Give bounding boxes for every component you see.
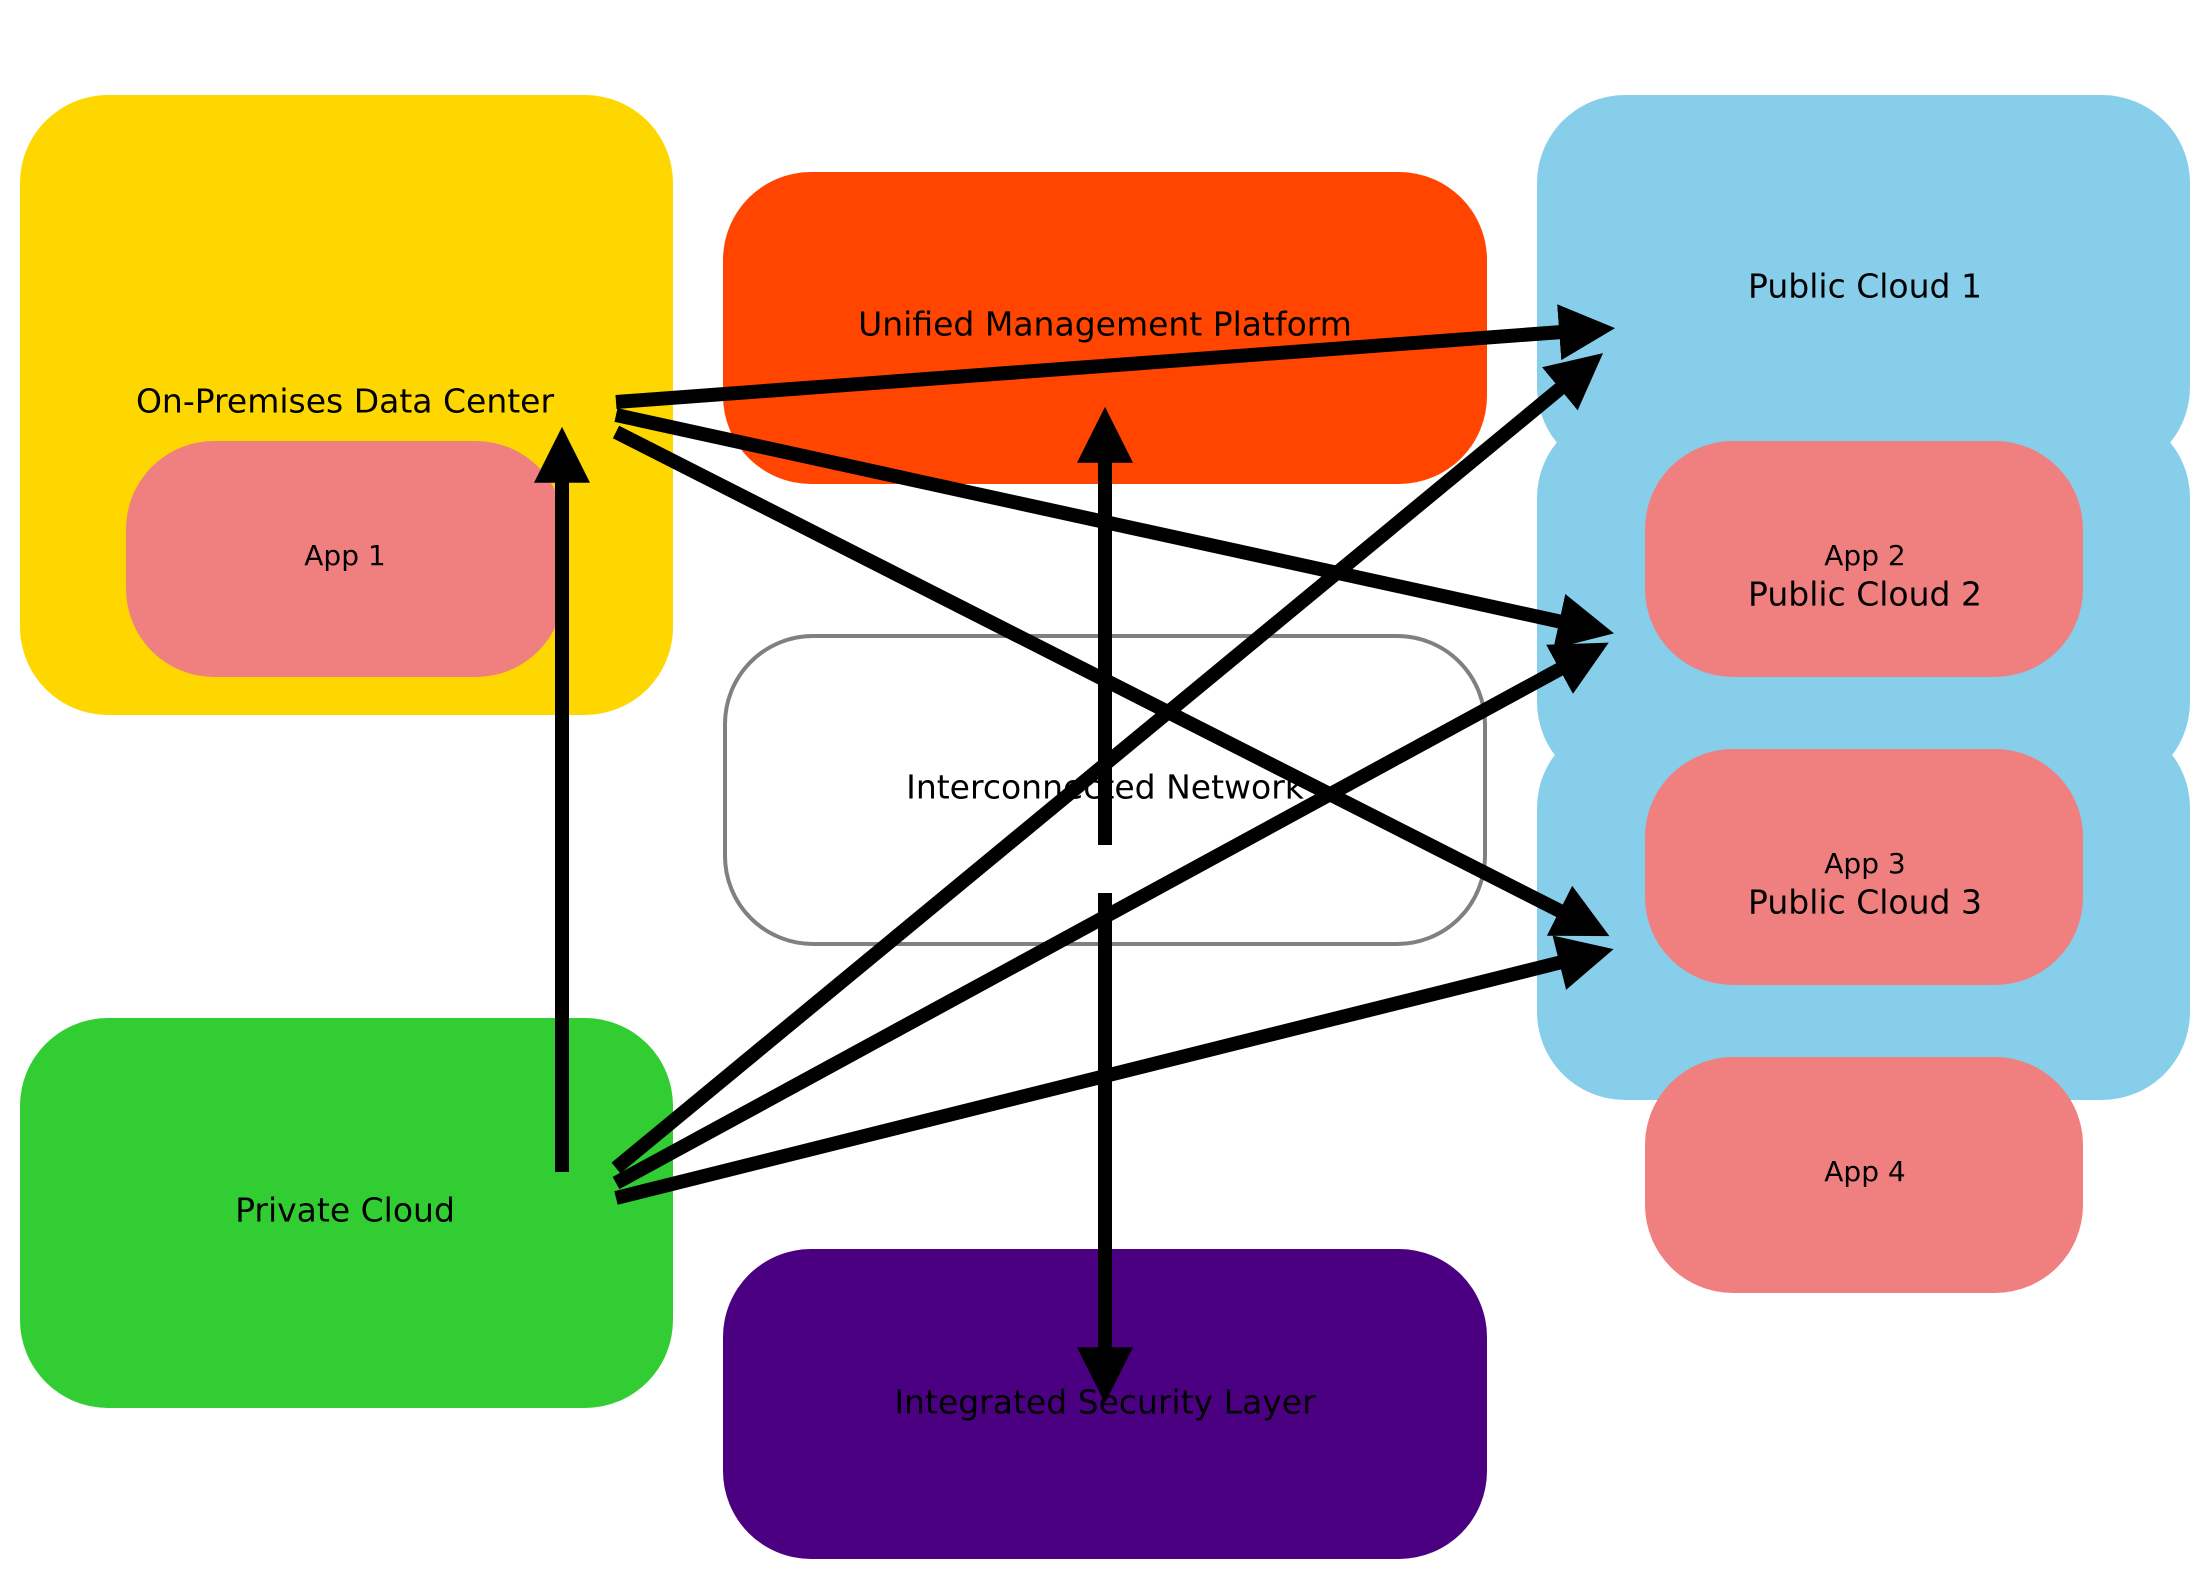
integrated-security-layer-box [723, 1249, 1487, 1559]
arrow-private-cloud-to-public-cloud-2 [612, 642, 1609, 1190]
arrow-private-cloud-to-public-cloud-3 [614, 935, 1614, 1205]
arrow-on-premises-to-public-cloud-3 [612, 425, 1610, 937]
connection-arrows [534, 304, 1616, 1404]
app-1-label: App 1 [304, 539, 385, 572]
arrow-on-premises-to-public-cloud-2 [614, 408, 1614, 649]
app-3-box [1645, 749, 2083, 985]
public-cloud-1-box [1537, 95, 2190, 475]
unified-management-platform-label: Unified Management Platform [858, 305, 1352, 344]
app-2-box [1645, 441, 2083, 677]
app-3-label: App 3 [1824, 847, 1905, 880]
public-cloud-1-label: Public Cloud 1 [1748, 267, 1982, 306]
app-4-box [1645, 1057, 2083, 1293]
private-cloud-box [20, 1018, 673, 1408]
public-cloud-3-label: Public Cloud 3 [1748, 883, 1982, 922]
integrated-security-layer-label: Integrated Security Layer [894, 1383, 1316, 1422]
app-1-box [126, 441, 564, 677]
app-2-label: App 2 [1824, 539, 1905, 572]
arrow-on-premises-to-public-cloud-1 [615, 304, 1616, 409]
on-premises-data-center-label: On-Premises Data Center [136, 382, 555, 421]
unified-management-platform-box [723, 172, 1487, 484]
arrow-private-cloud-to-public-cloud-1 [611, 353, 1604, 1174]
private-cloud-label: Private Cloud [235, 1191, 455, 1230]
app-4-label: App 4 [1824, 1155, 1905, 1188]
public-cloud-2-label: Public Cloud 2 [1748, 575, 1982, 614]
